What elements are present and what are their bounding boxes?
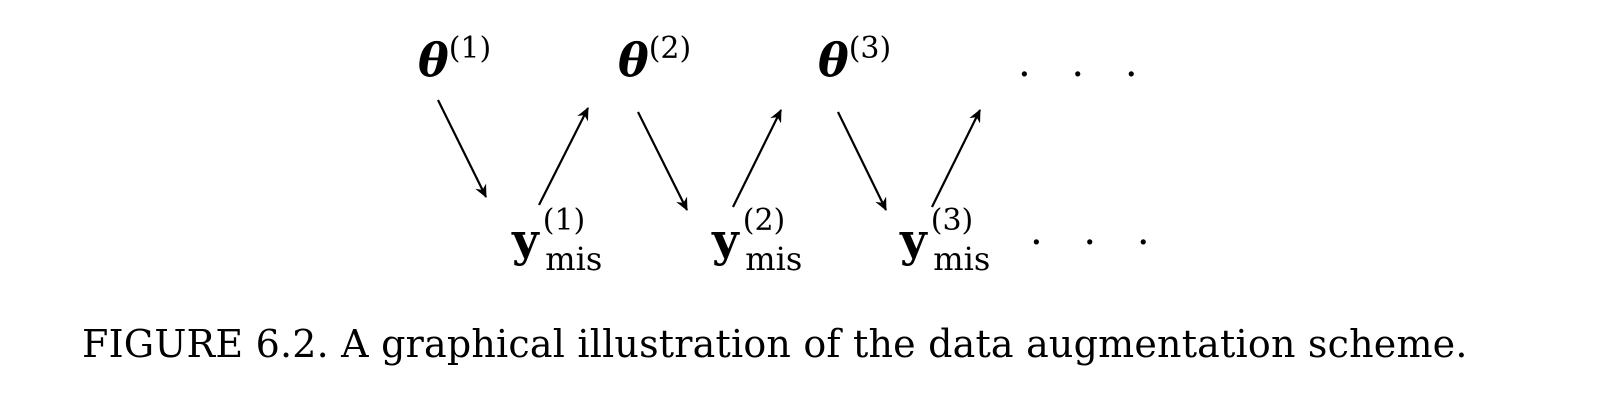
theta-node-1: θ(1) [418, 31, 491, 87]
arrow-theta2-to-ymis2 [637, 111, 688, 211]
arrow-ymis1-to-theta2 [538, 107, 589, 206]
theta-node-3: θ(3) [818, 31, 891, 87]
arrow-ymis3-to-next [931, 109, 981, 208]
y-mis-node-1: y(1)mis [511, 203, 602, 278]
arrow-theta1-to-ymis1 [437, 99, 487, 198]
arrow-ymis2-to-theta3 [732, 109, 782, 208]
theta-node-2: θ(2) [618, 31, 691, 87]
arrow-theta3-to-ymis3 [837, 111, 887, 211]
top-row-ellipsis: . . . [1018, 40, 1152, 86]
bottom-row-ellipsis: . . . [1030, 208, 1164, 254]
y-mis-node-2: y(2)mis [711, 203, 802, 278]
figure-caption: FIGURE 6.2. A graphical illustration of … [82, 322, 1468, 366]
y-mis-node-3: y(3)mis [899, 203, 990, 278]
